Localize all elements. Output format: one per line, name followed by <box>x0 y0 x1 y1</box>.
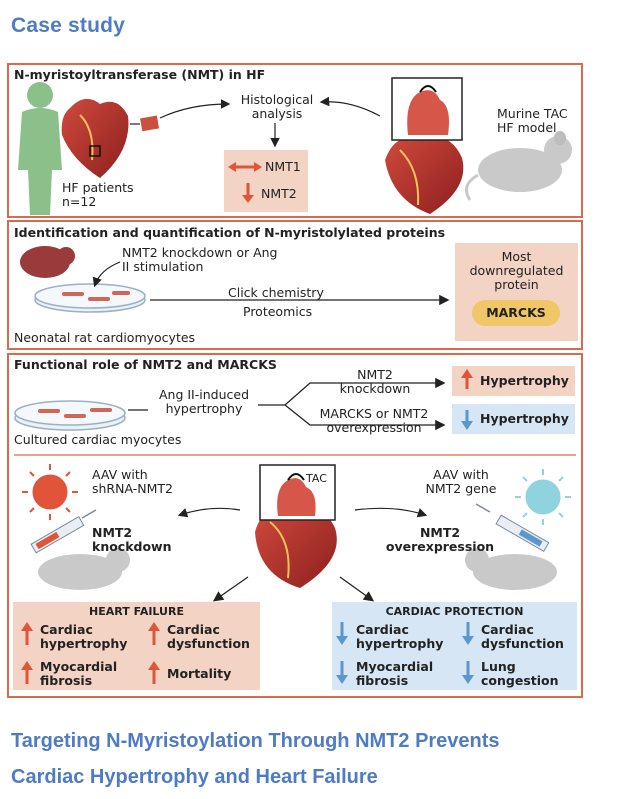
syringe-icon <box>30 509 97 554</box>
hf-item-1: Cardiac hypertrophy <box>40 622 128 651</box>
heart-icon <box>61 98 129 178</box>
nmt1-label: NMT1 <box>265 159 301 174</box>
cp-item-3: Myocardial fibrosis <box>356 659 434 688</box>
cp-item-1: Cardiac hypertrophy <box>356 622 444 651</box>
panel-identification <box>7 220 583 350</box>
hf-item-2: Cardiac dysfunction <box>167 622 250 651</box>
tissue-sample-icon <box>140 115 160 132</box>
neonatal-rat-icon <box>20 246 75 278</box>
bidirectional-arrow-icon <box>228 162 262 172</box>
most-downregulated-label: Most downregulated protein <box>469 249 564 292</box>
right-mouse-label: NMT2 overexpression <box>385 525 495 554</box>
angii-label: Ang II-induced hypertrophy <box>158 387 249 416</box>
cardiac-protection-title: CARDIAC PROTECTION <box>385 605 524 618</box>
footer-title-line-1: Targeting N-Myristoylation Through NMT2 … <box>11 730 500 752</box>
hf-patients-label: HF patients <box>62 180 134 195</box>
panel1-title: N-myristoyltransferase (NMT) in HF <box>14 67 266 82</box>
arrow-heart-to-histology <box>319 96 381 117</box>
nmt2-knockdown-label: NMT2 knockdown <box>339 367 411 396</box>
panel2-title: Identification and quantification of N-m… <box>14 225 446 240</box>
heart-failure-box <box>13 602 260 690</box>
tac-heart-icon <box>385 77 464 214</box>
hypertrophy-down-label: Hypertrophy <box>480 411 569 426</box>
murine-model-label: Murine TAC HF model <box>497 106 568 135</box>
mouse-icon-right <box>465 548 557 590</box>
up-arrow-icon <box>461 369 473 389</box>
hf-item-4: Mortality <box>167 666 232 681</box>
n-label: n=12 <box>62 194 97 209</box>
nmt2-label: NMT2 <box>261 186 297 201</box>
cp-item-2: Cardiac dysfunction <box>481 622 564 651</box>
overexpression-label: MARCKS or NMT2 overexpression <box>319 406 429 435</box>
hypertrophy-down-box <box>452 404 575 434</box>
arrow-to-cardiac-protection <box>339 576 375 602</box>
petri-dish-icon <box>34 283 146 313</box>
nmt-result-box <box>224 150 308 212</box>
down-arrow-icon <box>242 183 254 203</box>
click-chemistry-label: Click chemistry <box>228 285 324 300</box>
human-silhouette-icon <box>18 82 62 215</box>
histology-label: Histological analysis <box>240 92 314 121</box>
cp-item-4: Lung congestion <box>481 659 559 688</box>
mouse-icon <box>464 131 572 201</box>
hypertrophy-up-label: Hypertrophy <box>480 373 569 388</box>
tac-label: TAC <box>306 472 327 485</box>
arrow-to-hypertrophy-down <box>284 404 446 431</box>
treatment-label: NMT2 knockdown or Ang II stimulation <box>122 245 278 274</box>
tac-heart-icon-center <box>255 464 337 588</box>
panel-nmt-in-hf <box>7 63 583 218</box>
hf-up-arrows <box>21 622 160 684</box>
panel-functional-role <box>7 353 583 698</box>
aav-left-label: AAV with shRNA-NMT2 <box>92 467 173 496</box>
marcks-label: MARCKS <box>486 305 546 320</box>
arrow-tissue-to-histology <box>159 99 231 119</box>
syringe-icon-right <box>475 503 550 553</box>
arrow-to-hypertrophy-up <box>258 377 446 406</box>
case-study-label: Case study <box>11 14 126 37</box>
virus-icon <box>22 464 78 520</box>
cultured-label: Cultured cardiac myocytes <box>14 432 182 447</box>
cardiac-protection-box <box>332 602 577 690</box>
footer-title-line-2: Cardiac Hypertrophy and Heart Failure <box>11 766 378 788</box>
arrow-heart-to-left <box>177 507 241 518</box>
panel3-title: Functional role of NMT2 and MARCKS <box>14 357 277 372</box>
arrow-to-heart-failure <box>212 576 249 602</box>
aav-right-label: AAV with NMT2 gene <box>425 467 497 496</box>
left-mouse-label: NMT2 knockdown <box>92 525 172 554</box>
virus-icon-right <box>515 469 571 525</box>
arrow-heart-to-right <box>354 507 428 518</box>
heart-failure-title: HEART FAILURE <box>89 605 184 618</box>
cp-down-arrows <box>336 622 474 684</box>
mouse-icon-left <box>38 548 130 590</box>
petri-dish-icon-cultured <box>14 400 126 431</box>
hypertrophy-up-box <box>452 366 575 396</box>
marcks-pill <box>472 300 560 326</box>
down-arrow-icon-blue <box>461 410 473 430</box>
neonatal-cells-label: Neonatal rat cardiomyocytes <box>14 330 196 345</box>
proteomics-label: Proteomics <box>243 304 313 319</box>
arrow-treatment-to-dish <box>92 261 121 288</box>
hf-item-3: Myocardial fibrosis <box>40 659 118 688</box>
